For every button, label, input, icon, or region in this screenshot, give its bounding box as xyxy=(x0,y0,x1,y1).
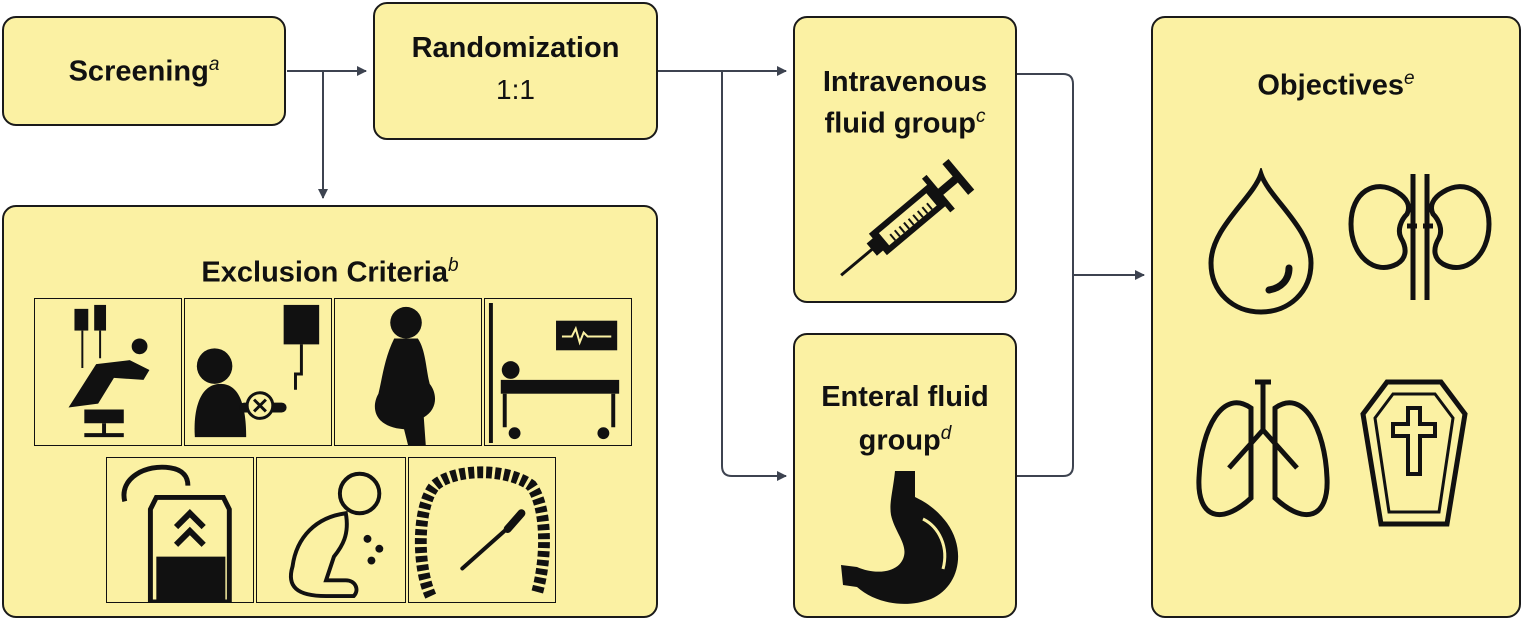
bowel-surgery-icon xyxy=(408,457,556,603)
vomiting-icon xyxy=(256,457,406,603)
randomization-ratio: 1:1 xyxy=(496,74,535,105)
syringe-icon xyxy=(840,159,975,277)
iv-group-title-line1: Intravenous xyxy=(822,66,988,98)
randomization-box: Randomization 1:1 xyxy=(373,2,658,140)
dialysis-chair-icon xyxy=(34,298,182,446)
kidneys-icon xyxy=(1348,174,1492,300)
iv-to-objectives-line xyxy=(1017,73,1074,477)
blood-drop-icon xyxy=(1208,168,1314,315)
iv-group-box: Intravenous fluid groupc xyxy=(793,16,1017,303)
coffin-icon xyxy=(1360,379,1468,527)
stomach-icon xyxy=(841,471,959,604)
objectives-title: Objectivese xyxy=(1257,68,1415,102)
screening-box: Screeninga xyxy=(2,16,286,126)
objectives-box: Objectivese xyxy=(1151,16,1521,618)
exclusion-criteria-box: Exclusion Criteriab xyxy=(2,205,658,618)
randomization-title: Randomization xyxy=(411,32,620,64)
randomization-to-enteral-arrow xyxy=(721,71,787,481)
iv-group-title-line2: fluid groupc xyxy=(824,106,986,140)
enteral-tube-contraindication-icon xyxy=(184,298,332,446)
drainage-bag-icon xyxy=(106,457,254,603)
lungs-icon xyxy=(1196,379,1330,517)
enteral-group-title-line1: Enteral fluid xyxy=(821,381,989,413)
enteral-group-box: Enteral fluid groupd xyxy=(793,333,1017,618)
enteral-group-title-line2: groupd xyxy=(858,423,952,457)
screening-title: Screeninga xyxy=(68,54,220,88)
exclusion-criteria-title: Exclusion Criteriab xyxy=(201,255,459,289)
pregnancy-icon xyxy=(334,298,482,446)
icu-patient-icon xyxy=(484,298,632,446)
